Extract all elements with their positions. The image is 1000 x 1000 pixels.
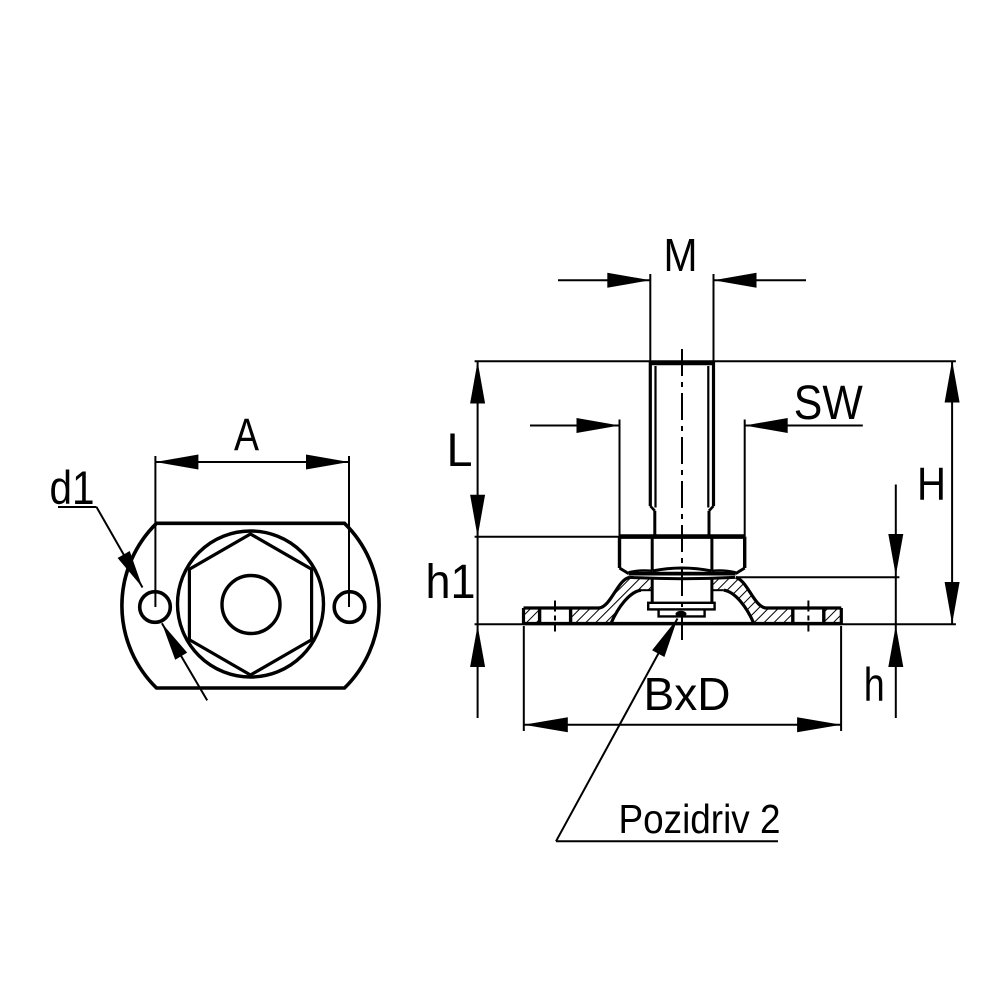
svg-text:L: L bbox=[447, 423, 473, 476]
svg-text:BxD: BxD bbox=[644, 668, 731, 720]
svg-text:SW: SW bbox=[794, 377, 864, 430]
svg-text:Pozidriv 2: Pozidriv 2 bbox=[619, 796, 781, 842]
svg-text:h: h bbox=[864, 658, 885, 711]
svg-text:H: H bbox=[917, 458, 946, 510]
svg-text:h1: h1 bbox=[426, 556, 476, 609]
svg-text:d1: d1 bbox=[50, 461, 95, 514]
svg-text:A: A bbox=[234, 409, 259, 460]
svg-text:M: M bbox=[664, 229, 698, 281]
